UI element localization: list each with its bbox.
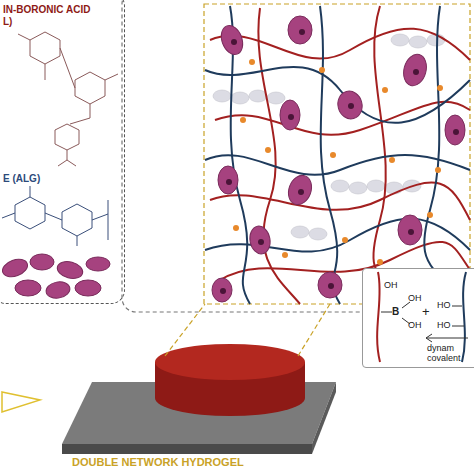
hydrogel-label: DOUBLE NETWORK HYDROGEL xyxy=(72,456,244,468)
crosslink-dots xyxy=(233,59,443,265)
chem-label: OH xyxy=(408,293,422,303)
chem-label: B xyxy=(392,306,399,317)
blue-chain xyxy=(462,272,466,362)
yellow-arrow xyxy=(2,392,40,412)
boronic-structure xyxy=(18,32,118,166)
cylinder-top xyxy=(155,344,305,380)
panel-text: IN-BORONIC ACID L) xyxy=(3,4,101,27)
red-chain xyxy=(377,272,380,362)
chem-label: OH xyxy=(384,280,398,290)
zoom-panel xyxy=(122,0,474,312)
chem-label: OH xyxy=(408,320,422,330)
reaction-arrow xyxy=(426,334,468,342)
zoom-frame xyxy=(204,4,470,304)
source-panel: IN-BORONIC ACID L) E (ALG) xyxy=(0,0,125,304)
panel-text: E (ALG) xyxy=(3,173,103,185)
red-chains xyxy=(210,6,470,304)
panel-text: dynam covalent xyxy=(427,343,469,364)
slab-side xyxy=(312,382,336,454)
bonds xyxy=(381,302,410,324)
zoom-lines xyxy=(165,304,330,356)
cells xyxy=(212,16,465,302)
left-cells xyxy=(0,254,110,300)
chem-label: HO xyxy=(437,320,451,330)
blue-chains xyxy=(205,6,470,304)
cell-nuclei xyxy=(220,29,459,294)
bonds xyxy=(452,306,464,326)
chem-label: HO xyxy=(437,300,451,310)
slab-side xyxy=(62,444,312,454)
reaction-inset: dynam covalent xyxy=(362,268,474,368)
alginate-structure xyxy=(2,186,108,246)
chem-label: + xyxy=(422,304,430,319)
